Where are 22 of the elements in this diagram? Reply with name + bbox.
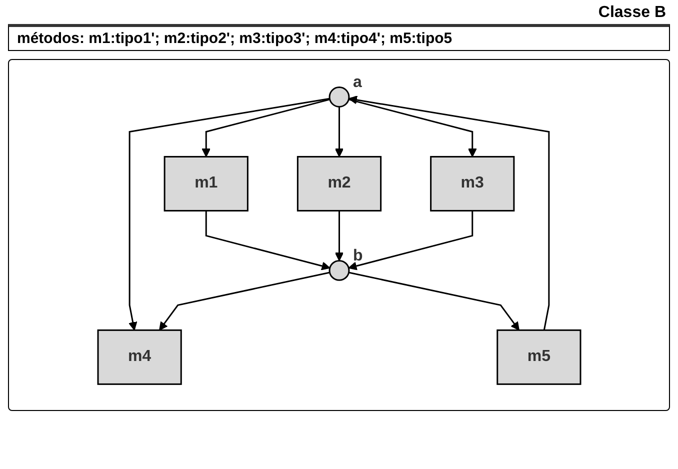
arrow — [348, 96, 550, 331]
node-box — [97, 330, 182, 386]
place-label: a — [352, 77, 362, 92]
node-box — [430, 156, 514, 212]
diagram-frame: m1 m2 m3 m4 m5 a b — [8, 59, 670, 411]
node-box — [296, 156, 382, 212]
arrow — [334, 107, 344, 158]
arrow — [348, 99, 477, 158]
arrow — [348, 272, 520, 331]
node-box — [164, 156, 248, 212]
note-text: métodos: m1:tipo1'; m2:tipo2'; m3:tipo3'; m4:tipo4'; m5:tipo5 — [8, 24, 670, 51]
node-box — [496, 330, 581, 386]
arrow — [348, 211, 473, 271]
node-circle — [328, 86, 350, 108]
arrow — [201, 99, 330, 158]
place-label: b — [352, 248, 362, 265]
title: Classe B — [597, 3, 667, 23]
arrow — [334, 211, 344, 262]
node-circle — [328, 260, 350, 282]
arrow — [205, 211, 330, 271]
arrow — [158, 272, 330, 331]
arrow — [128, 98, 330, 331]
